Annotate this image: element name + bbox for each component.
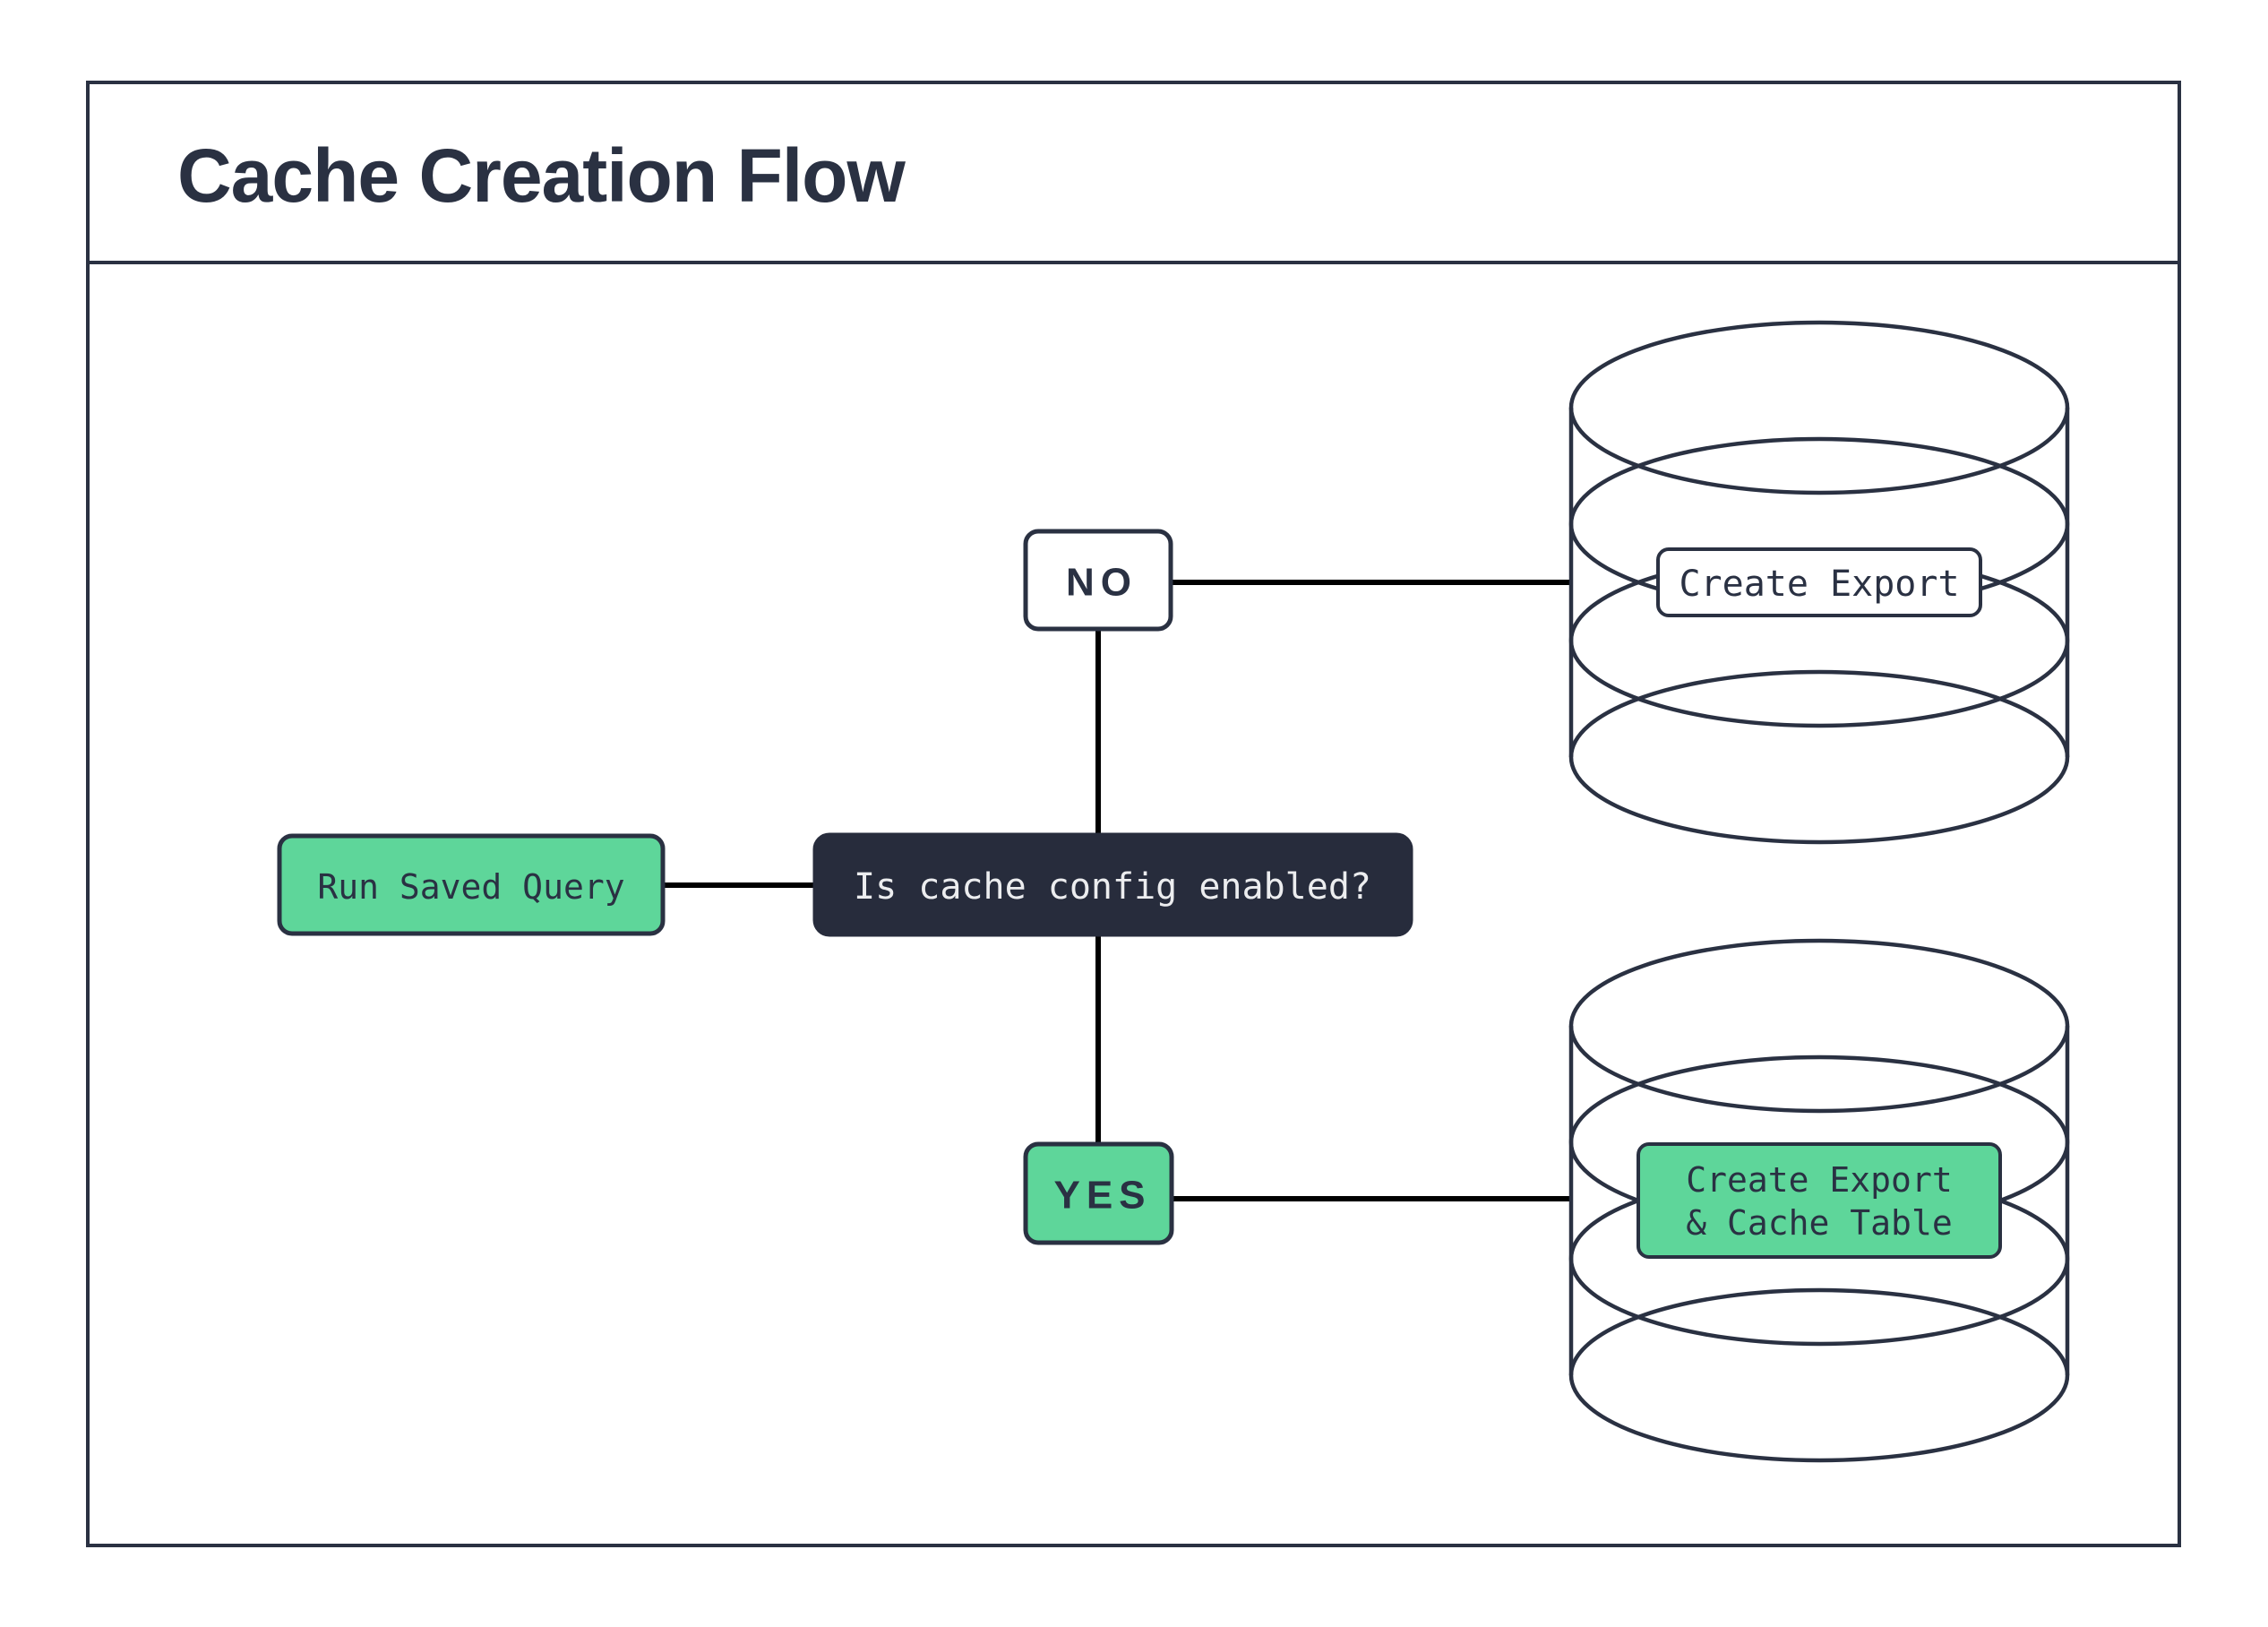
create-export-cache-table-box: [1637, 1142, 2002, 1259]
run-saved-query-box: [277, 833, 666, 936]
diagram-title: Cache Creation Flow: [177, 133, 906, 218]
create-export-box: [1656, 547, 1982, 617]
decision-box: [812, 832, 1413, 937]
diagram-frame: [86, 81, 2181, 1547]
connectors: [663, 580, 1571, 1201]
run-saved-query-label: Run Saved Query: [317, 867, 624, 907]
no-label: NO: [1066, 561, 1138, 605]
node-create-export: Create Export: [1656, 547, 1982, 617]
no-box: [1023, 529, 1173, 632]
node-create-export-cache-table: Create Export & Cache Table: [1637, 1142, 2002, 1259]
yes-label: YES: [1053, 1174, 1151, 1218]
decision-label: Is cache config enabled?: [854, 866, 1371, 908]
node-no: NO: [1023, 529, 1173, 632]
node-decision: Is cache config enabled?: [812, 832, 1413, 937]
create-export-cache-table-label-line2: & Cache Table: [1686, 1203, 1952, 1243]
create-export-label: Create Export: [1679, 564, 1959, 605]
node-yes: YES: [1023, 1141, 1174, 1245]
create-export-cache-table-label-line1: Create Export: [1686, 1160, 1952, 1200]
node-run-saved-query: Run Saved Query: [277, 833, 666, 936]
yes-box: [1023, 1141, 1174, 1245]
